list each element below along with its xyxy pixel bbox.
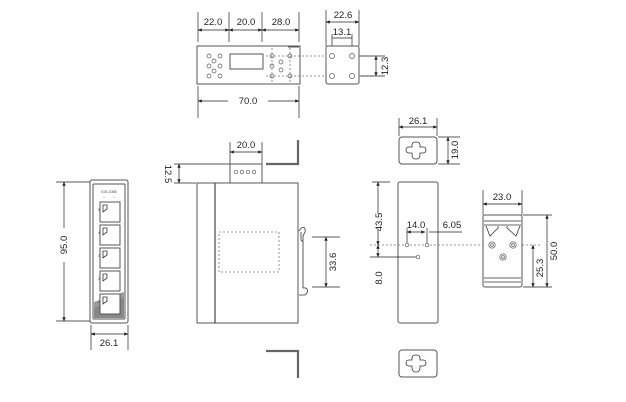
port-1: 1 bbox=[98, 293, 121, 315]
svg-text:::: :: bbox=[103, 195, 105, 199]
dim-connector-width: 20.0 bbox=[237, 140, 256, 151]
side-housing bbox=[196, 182, 299, 324]
dim-hole-spacing: 14.0 bbox=[407, 220, 426, 231]
side-view: 20.0 12.5 33.6 bbox=[162, 140, 340, 378]
dim-bottom-offset: 8.0 bbox=[374, 271, 385, 284]
dim-plate-height: 19.0 bbox=[450, 141, 461, 160]
mount-plate-top bbox=[398, 136, 438, 165]
din-clip-view: 23.0 50.0 25.3 bbox=[482, 190, 560, 288]
clip-springs bbox=[485, 225, 521, 237]
mount-rail-plate bbox=[397, 181, 439, 324]
svg-text:1: 1 bbox=[98, 300, 100, 304]
label-area bbox=[218, 231, 280, 273]
dim-top-offset: 43.5 bbox=[374, 213, 385, 232]
display-window bbox=[229, 53, 264, 70]
dim-plate-width: 26.1 bbox=[409, 116, 428, 127]
dim-top-seg2: 20.0 bbox=[237, 17, 256, 28]
dim-clip-height: 33.6 bbox=[328, 253, 339, 272]
dim-front-width: 26.1 bbox=[100, 338, 119, 349]
port-2: 2 bbox=[98, 270, 121, 292]
dim-top-seg1: 22.0 bbox=[204, 17, 223, 28]
dim-hole-offset: 6.05 bbox=[443, 220, 462, 231]
dim-bracket-vertical: 12.3 bbox=[380, 57, 391, 76]
svg-text:5: 5 bbox=[98, 208, 100, 212]
mount-plate-view: 26.1 19.0 43.5 8.0 14.0 6.05 bbox=[370, 116, 540, 378]
cross-slot-icon bbox=[405, 141, 427, 160]
top-view: 22.0 20.0 28.0 70.0 bbox=[196, 12, 372, 118]
dim-top-total: 70.0 bbox=[239, 96, 258, 107]
mount-plate-bottom bbox=[398, 349, 438, 378]
dim-bracket-width: 22.6 bbox=[334, 10, 353, 21]
din-clip-body bbox=[482, 214, 523, 288]
svg-text:4: 4 bbox=[98, 231, 100, 235]
dim-front-height: 95.0 bbox=[59, 236, 70, 255]
dim-top-seg3: 28.0 bbox=[272, 17, 291, 28]
port-5: 5 bbox=[98, 201, 121, 223]
bracket-corner-bottom bbox=[266, 349, 300, 378]
port-4: 4 bbox=[98, 224, 121, 246]
dim-clip-width: 23.0 bbox=[493, 192, 512, 203]
dim-bracket-holes: 13.1 bbox=[333, 27, 352, 38]
dim-clip-height-total: 50.0 bbox=[549, 242, 560, 261]
dim-clip-center: 25.3 bbox=[535, 259, 546, 278]
model-label: IGS-100B bbox=[101, 190, 117, 194]
din-clip-profile bbox=[298, 226, 308, 296]
bracket-corner-top bbox=[266, 140, 300, 166]
svg-text:3: 3 bbox=[98, 254, 100, 258]
svg-text:2: 2 bbox=[98, 277, 100, 281]
front-view: 95.0 IGS-100B :: :: 5 4 3 2 bbox=[56, 179, 129, 350]
svg-text:::: :: bbox=[113, 195, 115, 199]
port-3: 3 bbox=[98, 247, 121, 269]
cross-slot-icon bbox=[405, 354, 427, 373]
bracket-view: 22.6 13.1 12.3 bbox=[325, 10, 391, 85]
dim-connector-height: 12.5 bbox=[162, 165, 173, 184]
